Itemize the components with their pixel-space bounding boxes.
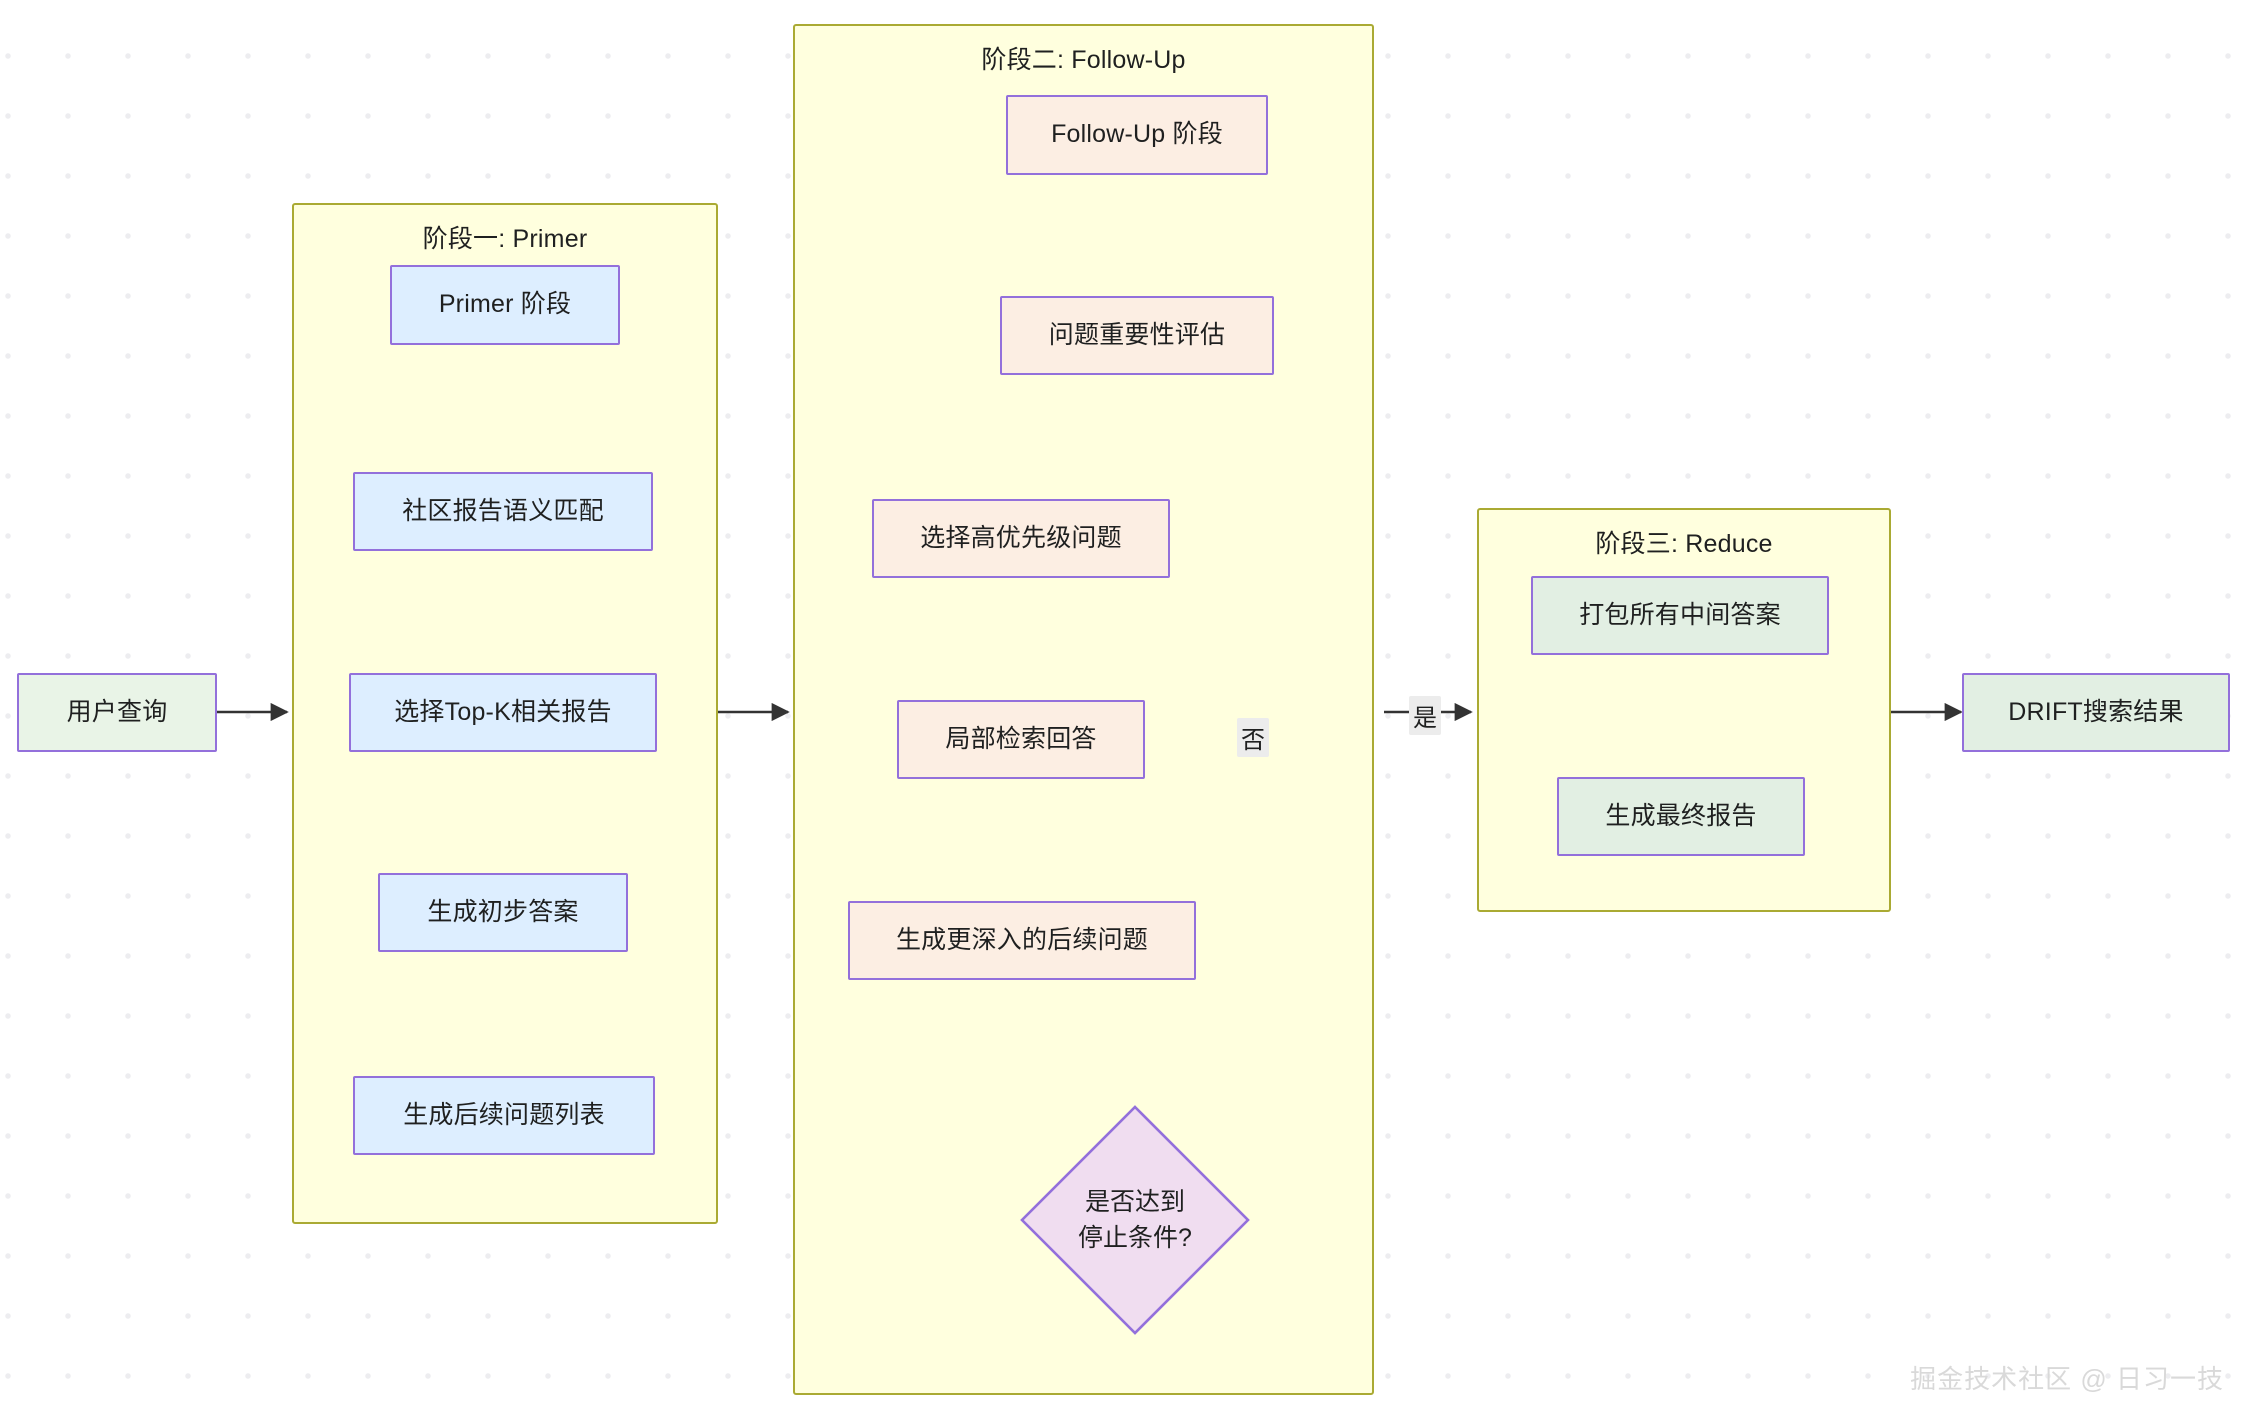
node-final-report-label: 生成最终报告 (1605, 801, 1757, 830)
edge-label-yes-text: 是 (1413, 705, 1437, 732)
node-select-priority-label: 选择高优先级问题 (920, 523, 1122, 552)
node-community-match-label: 社区报告语义匹配 (402, 496, 604, 525)
node-initial-answer-label: 生成初步答案 (427, 897, 579, 926)
edge-label-yes: 是 (1409, 696, 1441, 735)
node-primer-stage[interactable]: Primer 阶段 (390, 265, 620, 345)
node-stop-condition-line2: 停止条件? (1078, 1224, 1192, 1252)
node-select-priority[interactable]: 选择高优先级问题 (872, 499, 1170, 578)
node-stop-condition-line1: 是否达到 (1084, 1187, 1185, 1216)
subgraph-stage3-title: 阶段三: Reduce (1595, 530, 1773, 558)
subgraph-stage1-title: 阶段一: Primer (422, 225, 588, 253)
node-stop-condition[interactable]: 是否达到 停止条件? (1019, 1104, 1251, 1336)
node-importance-eval[interactable]: 问题重要性评估 (1000, 296, 1274, 375)
edge-label-no: 否 (1237, 718, 1269, 757)
node-initial-answer[interactable]: 生成初步答案 (378, 873, 628, 952)
edge-label-no-text: 否 (1241, 727, 1265, 754)
node-community-match[interactable]: 社区报告语义匹配 (353, 472, 653, 551)
node-followup-stage-label: Follow-Up 阶段 (1051, 120, 1223, 149)
node-pack-answers-label: 打包所有中间答案 (1579, 600, 1781, 629)
node-drift-result-label: DRIFT搜索结果 (2008, 697, 2184, 726)
node-drift-result[interactable]: DRIFT搜索结果 (1962, 673, 2230, 752)
subgraph-stage2-title: 阶段二: Follow-Up (981, 46, 1186, 74)
node-importance-eval-label: 问题重要性评估 (1048, 320, 1226, 349)
node-deeper-questions-label: 生成更深入的后续问题 (895, 925, 1148, 954)
node-followup-list-label: 生成后续问题列表 (403, 1100, 605, 1129)
node-followup-list[interactable]: 生成后续问题列表 (353, 1076, 655, 1155)
node-select-topk-label: 选择Top-K相关报告 (394, 697, 612, 726)
node-deeper-questions[interactable]: 生成更深入的后续问题 (848, 901, 1196, 980)
node-user-query[interactable]: 用户查询 (17, 673, 217, 752)
node-select-topk[interactable]: 选择Top-K相关报告 (349, 673, 657, 752)
diamond-shape-icon (1020, 1105, 1250, 1335)
subgraph-stage3: 阶段三: Reduce (1477, 508, 1891, 912)
node-primer-stage-label: Primer 阶段 (438, 290, 572, 319)
node-pack-answers[interactable]: 打包所有中间答案 (1531, 576, 1829, 655)
node-followup-stage[interactable]: Follow-Up 阶段 (1006, 95, 1268, 175)
node-local-retrieval[interactable]: 局部检索回答 (897, 700, 1145, 779)
node-stop-condition-label: 是否达到 停止条件? (1019, 1104, 1251, 1336)
watermark: 掘金技术社区 @ 日习一技 (1910, 1364, 2224, 1394)
node-final-report[interactable]: 生成最终报告 (1557, 777, 1805, 856)
node-local-retrieval-label: 局部检索回答 (945, 724, 1097, 753)
node-user-query-label: 用户查询 (66, 697, 168, 726)
